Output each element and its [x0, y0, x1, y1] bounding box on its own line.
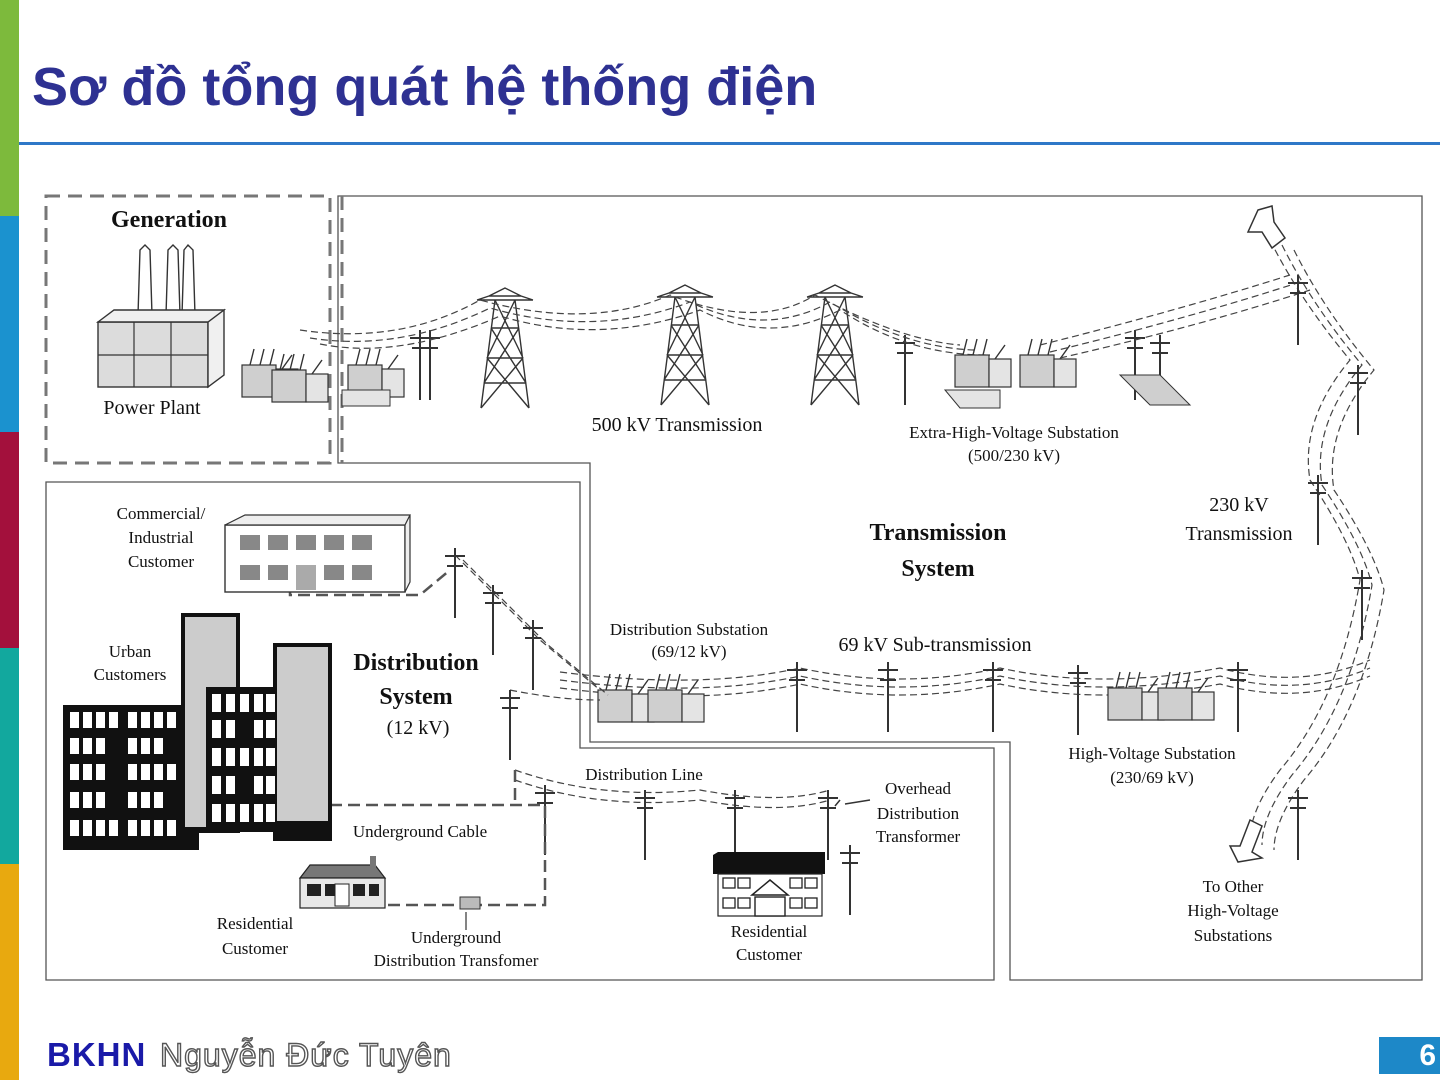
tower-3 [806, 284, 864, 406]
side-stripe-crimson [0, 432, 19, 648]
residential-label-1a: Residential [217, 914, 294, 933]
line-500kv-label: 500 kV Transmission [592, 414, 763, 436]
distribution-box [45, 481, 995, 981]
commercial-label-1: Commercial/ [117, 504, 206, 523]
distribution-substation-transformer [597, 673, 655, 723]
arrow-up-icon [1246, 205, 1287, 250]
ehv-transformer-2 [1019, 338, 1077, 388]
residential-label-1b: Customer [222, 939, 288, 958]
urban-buildings [63, 613, 332, 850]
to-other-label-2: High-Voltage [1187, 901, 1278, 920]
residential-label-2b: Customer [736, 945, 802, 964]
distribution-system-label-3: (12 kV) [387, 717, 450, 739]
overhead-transformer-label-2: Distribution [877, 804, 960, 823]
commercial-label-3: Customer [128, 552, 194, 571]
page-number: 6 [1379, 1037, 1440, 1074]
to-other-label-1: To Other [1203, 877, 1264, 896]
residential-house-1 [298, 856, 387, 909]
ehv-rating-label: (500/230 kV) [968, 446, 1060, 465]
line-500kv [299, 294, 991, 356]
underground-transformer-label-2: Distribution Transfomer [374, 951, 539, 970]
transmission-system-label-2: System [901, 556, 974, 582]
ehv-substation-label: Extra-High-Voltage Substation [909, 423, 1119, 442]
to-other-label-3: Substations [1194, 926, 1272, 945]
ehv-transformer-1 [954, 338, 1012, 388]
title-rule [19, 142, 1440, 145]
generation-heading: Generation [111, 207, 227, 233]
line-230kv [1249, 239, 1385, 851]
distribution-system-label-1: Distribution [353, 650, 478, 676]
distribution-substation-label: Distribution Substation [610, 620, 769, 639]
side-stripe-teal [0, 648, 19, 864]
commercial-label-2: Industrial [128, 528, 193, 547]
power-plant [95, 243, 227, 389]
subtransmission-label: 69 kV Sub-transmission [839, 634, 1032, 656]
residential-label-2a: Residential [731, 922, 808, 941]
underground-transformer-label-1: Underground [411, 928, 502, 947]
underground-transformer [459, 896, 481, 910]
distribution-rating-label: (69/12 kV) [651, 642, 726, 661]
side-stripe-blue [0, 216, 19, 432]
distribution-line-label: Distribution Line [585, 765, 703, 784]
line-230kv-label-2: Transmission [1185, 523, 1292, 545]
tower-2 [656, 284, 714, 406]
commercial-building [224, 514, 411, 593]
distribution-feeders [454, 554, 831, 809]
author-name: Nguyễn Đức Tuyên [159, 1036, 452, 1073]
hv-substation-transformer-2 [1157, 671, 1215, 721]
hv-substation-label: High-Voltage Substation [1068, 744, 1236, 763]
side-stripe-amber [0, 864, 19, 1080]
distribution-system-label-2: System [379, 684, 452, 710]
urban-label-1: Urban [109, 642, 152, 661]
power-plant-label: Power Plant [103, 397, 201, 419]
overhead-transformer-label-3: Transformer [876, 827, 961, 846]
arrow-down-icon [1228, 818, 1265, 863]
underground-cable-label: Underground Cable [353, 822, 487, 841]
residential-house-2 [713, 852, 825, 917]
plant-transformer-2 [271, 353, 329, 403]
brand-logo: BKHN [47, 1036, 147, 1073]
hv-substation-transformer-1 [1107, 671, 1165, 721]
hv-rating-label: (230/69 kV) [1110, 768, 1194, 787]
transmission-system-label-1: Transmission [870, 520, 1007, 546]
side-stripe-green [0, 0, 19, 216]
generation-box [44, 194, 332, 465]
transmission-box [337, 195, 1423, 981]
line-230kv-label-1: 230 kV [1209, 494, 1269, 516]
slide-title: Sơ đồ tổng quát hệ thống điện [32, 57, 818, 117]
urban-label-2: Customers [94, 665, 167, 684]
overhead-transformer-label-1: Overhead [885, 779, 952, 798]
